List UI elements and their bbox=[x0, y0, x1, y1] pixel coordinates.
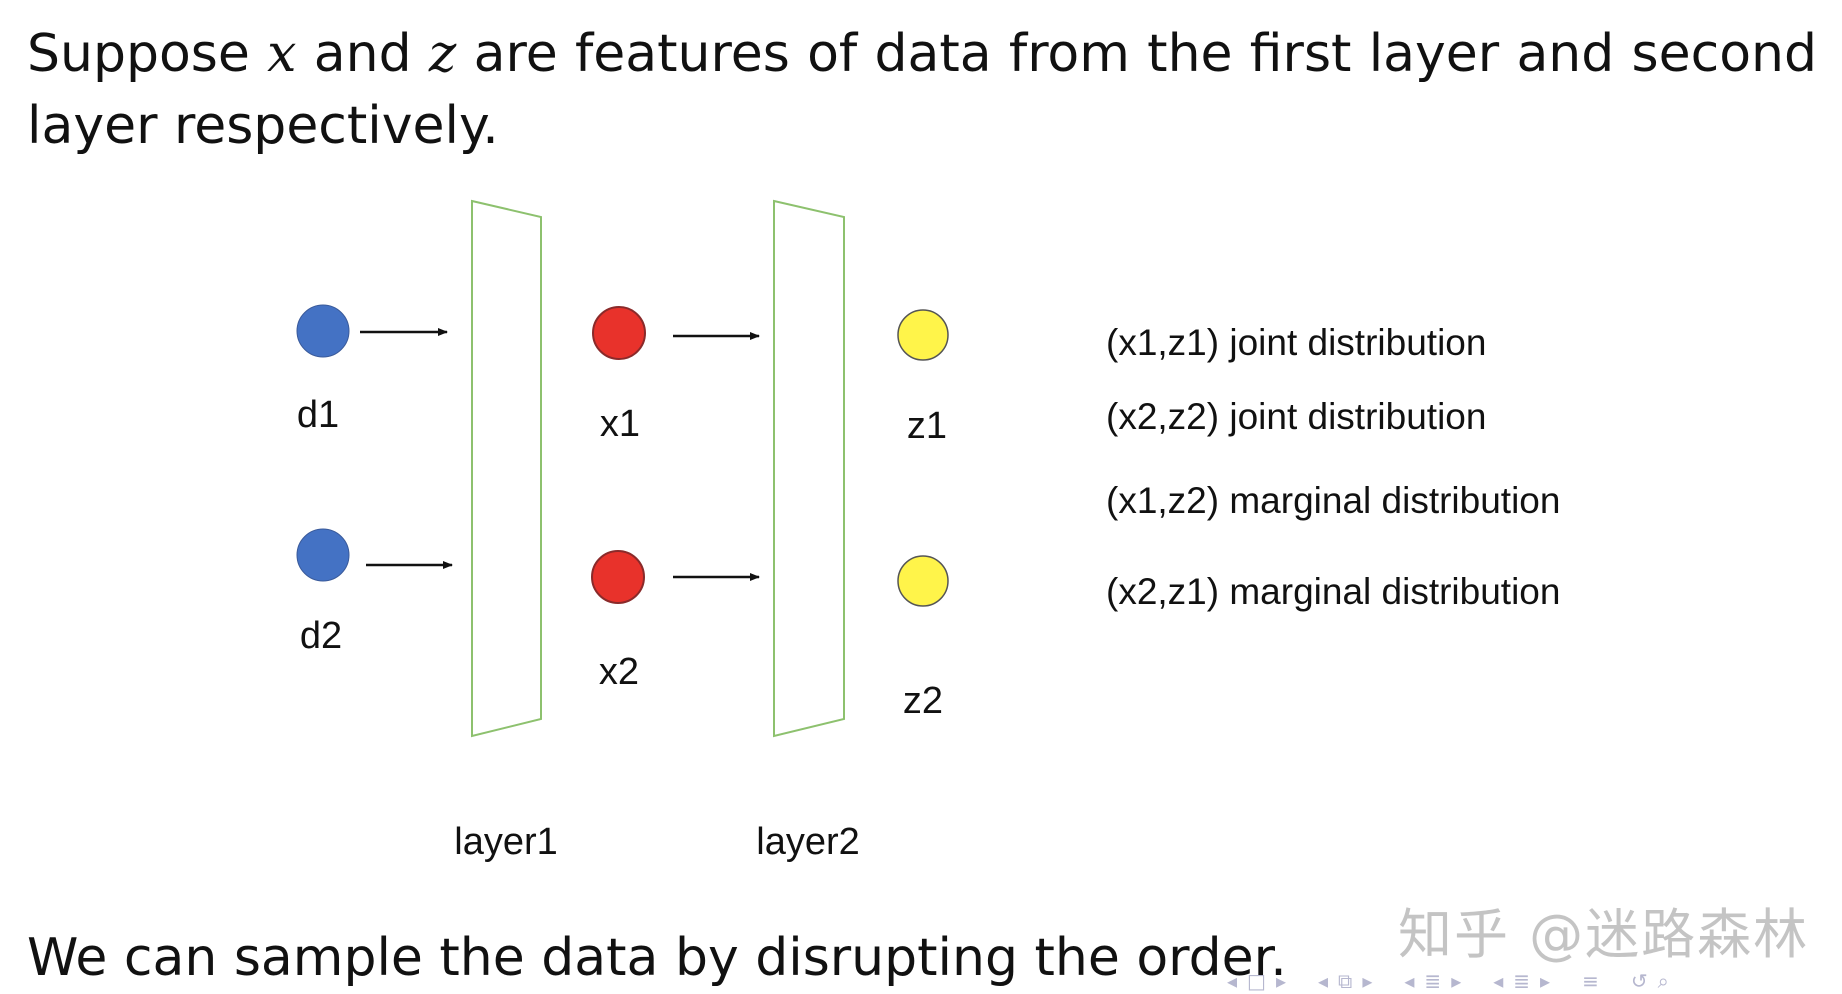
subsection-icon[interactable]: ⧉ bbox=[1338, 969, 1353, 993]
section-icon[interactable]: ≣ bbox=[1424, 969, 1442, 993]
undo-icon[interactable]: ↺ bbox=[1630, 969, 1648, 993]
arrow-left-icon[interactable]: ◂ bbox=[1493, 969, 1504, 993]
label-z1: z1 bbox=[907, 405, 947, 447]
node-x1 bbox=[592, 306, 646, 360]
outro-text: We can sample the data by disrupting the… bbox=[27, 928, 1287, 988]
distribution-x1-z2: (x1,z2) marginal distribution bbox=[1106, 480, 1560, 521]
var-z: z bbox=[428, 24, 457, 84]
arrow-left-icon[interactable]: ◂ bbox=[1318, 969, 1329, 993]
intro-text-1: Suppose bbox=[27, 24, 268, 84]
node-d1 bbox=[296, 304, 350, 358]
label-d2: d2 bbox=[300, 615, 342, 657]
frame-icon[interactable]: □ bbox=[1247, 969, 1266, 993]
var-x: x bbox=[267, 24, 297, 84]
intro-text-3: are features of data from the first laye… bbox=[27, 24, 1818, 156]
label-layer1: layer1 bbox=[454, 821, 558, 863]
intro-text: Suppose x and z are features of data fro… bbox=[27, 18, 1817, 162]
section-icon[interactable]: ≣ bbox=[1513, 969, 1531, 993]
arrow-left-icon[interactable]: ◂ bbox=[1227, 969, 1238, 993]
distribution-x2-z2: (x2,z2) joint distribution bbox=[1106, 396, 1486, 437]
label-d1: d1 bbox=[297, 394, 339, 436]
intro-text-2: and bbox=[296, 24, 429, 84]
arrow-right-icon[interactable]: ▸ bbox=[1451, 969, 1462, 993]
arrow-left-icon[interactable]: ◂ bbox=[1404, 969, 1415, 993]
search-icon[interactable]: ⌕ bbox=[1657, 969, 1669, 993]
distribution-x2-z1: (x2,z1) marginal distribution bbox=[1106, 571, 1560, 612]
node-z2 bbox=[897, 555, 949, 607]
arrow-right-icon[interactable]: ▸ bbox=[1275, 969, 1286, 993]
arrow-right-icon[interactable]: ▸ bbox=[1362, 969, 1373, 993]
node-d2 bbox=[296, 528, 350, 582]
distribution-x1-z1: (x1,z1) joint distribution bbox=[1106, 322, 1486, 363]
layer1-shape bbox=[471, 199, 542, 738]
align-icon[interactable]: ≡ bbox=[1582, 969, 1599, 993]
beamer-nav-bar: ◂ □ ▸ ◂ ⧉ ▸ ◂ ≣ ▸ ◂ ≣ ▸ ≡ ↺ ⌕ bbox=[1222, 968, 1674, 994]
watermark: 知乎 @迷路森林 bbox=[1398, 903, 1810, 966]
label-layer2: layer2 bbox=[756, 821, 860, 863]
label-x2: x2 bbox=[599, 651, 639, 693]
layer2-shape bbox=[773, 199, 845, 738]
label-x1: x1 bbox=[600, 403, 640, 445]
arrow-right-icon[interactable]: ▸ bbox=[1540, 969, 1551, 993]
node-x2 bbox=[591, 550, 645, 604]
label-z2: z2 bbox=[903, 680, 943, 722]
node-z1 bbox=[897, 309, 949, 361]
